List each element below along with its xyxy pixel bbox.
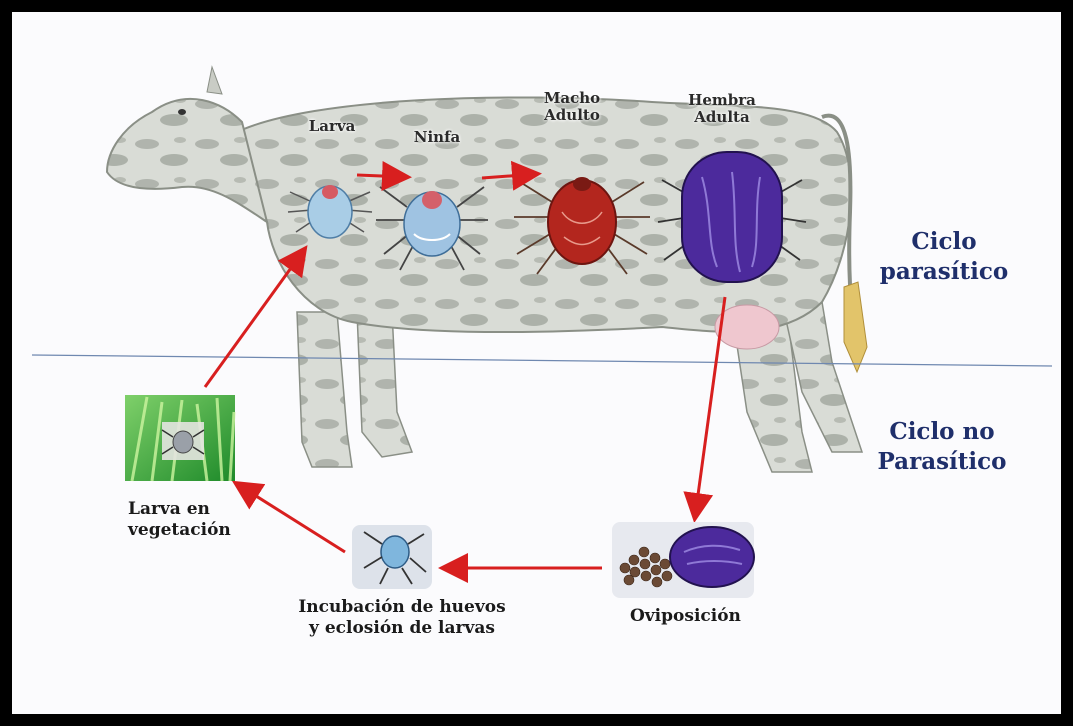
incubation-image [352,525,432,589]
stage-label-larva: Larva [297,118,367,135]
larva-vegetation-image [125,395,235,481]
arrow-vegetacion-to-larva [205,250,304,387]
oviposition-image [612,522,754,598]
oviposicion-label: Oviposición [630,606,741,627]
larva-vegetacion-label: Larva en vegetación [128,499,231,541]
stage-label-hembra-adulta: Hembra Adulta [677,92,767,126]
arrow-incubacion-to-vegetacion [237,484,345,552]
arrow-larva-to-ninfa [357,175,406,177]
incubacion-label: Incubación de huevos y eclosión de larva… [282,597,522,639]
cycle-no-parasitico-label: Ciclo no Parasítico [867,417,1017,477]
cycle-divider-line [32,355,1052,366]
stage-label-macho-adulto: Macho Adulto [532,90,612,124]
stage-label-ninfa: Ninfa [402,129,472,146]
diagram-frame: Larva Ninfa Macho Adulto Hembra Adulta C… [12,12,1061,714]
cycle-parasitico-label: Ciclo parasítico [874,227,1014,287]
